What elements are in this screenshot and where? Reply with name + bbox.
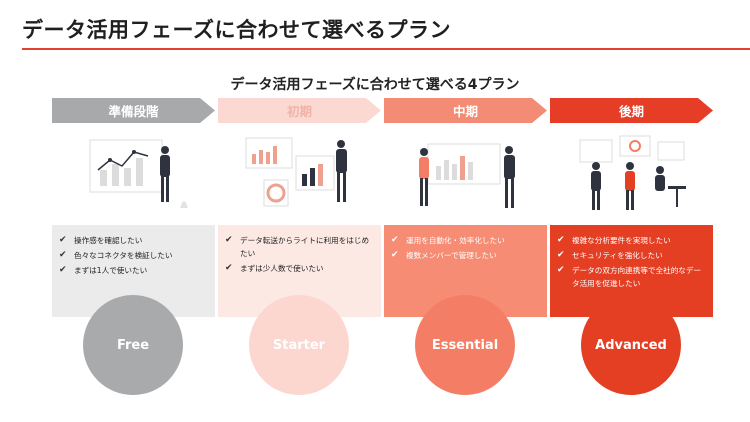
plan-column-essential: 中期 ✔運用を自動化・効率化したい ✔複数メンバーで管理したい Essentia… [384,98,547,398]
dashboard-charts-illustration [245,137,347,207]
list-item: ✔複雑な分析要件を実現したい [557,235,671,245]
phase-arrow-initial: 初期 [218,98,381,123]
list-item: ✔データの双方向連携等で全社的なデータ活用を促進したい [557,265,702,288]
plan-column-free: 準備段階 ✔操作感を確認したい ✔色々なコネクタを検証したい ✔まずは1人で使い… [52,98,215,398]
list-item: ✔セキュリティを強化したい [557,250,663,260]
check-icon: ✔ [391,235,399,245]
team-meeting-illustration [419,143,515,208]
list-item: ✔データ転送からライトに利用をはじめたい [225,235,370,258]
presentation-chart-illustration [89,139,188,208]
list-item: ✔まずは1人で使いたい [59,265,148,275]
check-icon: ✔ [557,265,565,275]
check-icon: ✔ [225,235,233,245]
title-underline [22,48,750,50]
list-item: ✔まずは少人数で使いたい [225,263,324,273]
section-subtitle: データ活用フェーズに合わせて選べる4プラン [230,77,520,93]
list-item: ✔操作感を確認したい [59,235,143,245]
check-icon: ✔ [59,250,67,260]
page-title: データ活用フェーズに合わせて選べるプラン [22,18,451,42]
phase-arrow-late: 後期 [550,98,713,123]
check-icon: ✔ [59,265,67,275]
check-icon: ✔ [225,263,233,273]
check-icon: ✔ [557,235,565,245]
list-item: ✔色々なコネクタを検証したい [59,250,173,260]
plan-column-advanced: 後期 ✔複雑な分析要件を実現したい ✔セキュリティを強化したい ✔データの双方向… [550,98,713,398]
check-icon: ✔ [59,235,67,245]
plan-badge-advanced: Advanced [581,295,681,395]
list-item: ✔複数メンバーで管理したい [391,250,497,260]
plan-badge-free: Free [83,295,183,395]
check-icon: ✔ [391,250,399,260]
plan-badge-starter: Starter [249,295,349,395]
collaboration-illustration [579,135,686,210]
phase-arrow-mid: 中期 [384,98,547,123]
plan-badge-essential: Essential [415,295,515,395]
check-icon: ✔ [557,250,565,260]
list-item: ✔運用を自動化・効率化したい [391,235,505,245]
phase-arrow-preparation: 準備段階 [52,98,215,123]
plan-column-starter: 初期 ✔データ転送からライトに利用をはじめたい ✔まずは少人数で使いたい Sta… [218,98,381,398]
